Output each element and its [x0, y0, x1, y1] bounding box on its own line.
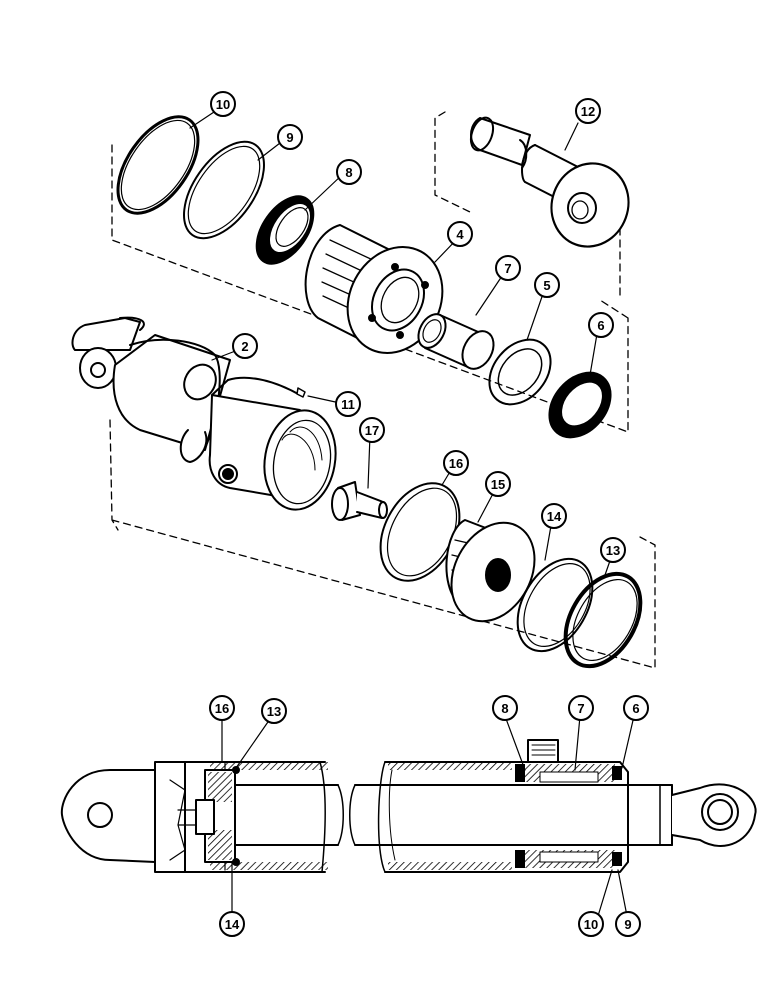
- callout-15: 15: [485, 471, 511, 497]
- part-10-o-ring: [116, 115, 200, 215]
- part-9-backup-ring: [183, 140, 265, 240]
- callout-14: 14: [541, 503, 567, 529]
- part-13-o-ring: [563, 571, 643, 669]
- callout-17: 17: [359, 417, 385, 443]
- callout-6-label: 6: [597, 318, 604, 333]
- callout-9-section-label: 9: [624, 917, 631, 932]
- callout-16-section: 16: [209, 695, 235, 721]
- part-17-bolt: [331, 481, 388, 521]
- part-6-wiper: [548, 371, 612, 439]
- callout-8-section: 8: [492, 695, 518, 721]
- callout-10-section: 10: [578, 911, 604, 937]
- callout-11-label: 11: [341, 397, 355, 412]
- part-11-set-screw: [296, 387, 306, 398]
- callout-8-label: 8: [345, 165, 352, 180]
- callout-8: 8: [336, 159, 362, 185]
- callout-16-label: 16: [449, 456, 463, 471]
- part-5-rod-seal: [488, 338, 552, 406]
- callout-4: 4: [447, 221, 473, 247]
- callout-14-label: 14: [547, 509, 562, 524]
- part-2-barrel: [71, 316, 337, 511]
- callout-11: 11: [335, 391, 361, 417]
- dashed-group-outline-head: [111, 144, 629, 433]
- callout-16-section-label: 16: [215, 701, 229, 716]
- callout-9: 9: [277, 124, 303, 150]
- callout-7-section: 7: [568, 695, 594, 721]
- callout-2-label: 2: [241, 339, 248, 354]
- callout-13-label: 13: [606, 543, 620, 558]
- part-7-bushing: [417, 313, 495, 370]
- callout-7: 7: [495, 255, 521, 281]
- callout-7-section-label: 7: [577, 701, 584, 716]
- callout-15-label: 15: [491, 477, 505, 492]
- callout-10-label: 10: [216, 97, 230, 112]
- callout-6-section-label: 6: [632, 701, 639, 716]
- callout-13-section: 13: [261, 698, 287, 724]
- callout-9-label: 9: [286, 130, 293, 145]
- callout-6-section: 6: [623, 695, 649, 721]
- callout-10-section-label: 10: [584, 917, 598, 932]
- callout-14-section-label: 14: [225, 917, 240, 932]
- dashed-group-outline-piston: [109, 419, 656, 669]
- callout-9-section: 9: [615, 911, 641, 937]
- callout-7-label: 7: [504, 261, 511, 276]
- callout-8-section-label: 8: [501, 701, 508, 716]
- callout-5-label: 5: [543, 278, 550, 293]
- callout-5: 5: [534, 272, 560, 298]
- callout-6: 6: [588, 312, 614, 338]
- part-8-wiper-seal: [255, 195, 315, 265]
- callout-14-section: 14: [219, 911, 245, 937]
- callout-4-label: 4: [456, 227, 464, 242]
- callout-13: 13: [600, 537, 626, 563]
- part-12-rod: [469, 116, 630, 248]
- part-15-piston: [445, 519, 536, 623]
- callout-13-section-label: 13: [267, 704, 281, 719]
- part-4-gland: [304, 224, 444, 354]
- assembled-cylinder-cross-section: [60, 739, 757, 873]
- callout-12-label: 12: [581, 104, 595, 119]
- callout-10: 10: [210, 91, 236, 117]
- part-14-backup-ring: [516, 557, 594, 653]
- callout-2: 2: [232, 333, 258, 359]
- callout-12: 12: [575, 98, 601, 124]
- callout-16: 16: [443, 450, 469, 476]
- callouts: 10 9 8 12 4 7 5 6 2 11 17 16 15 14 13 16…: [209, 91, 649, 937]
- callout-17-label: 17: [365, 423, 379, 438]
